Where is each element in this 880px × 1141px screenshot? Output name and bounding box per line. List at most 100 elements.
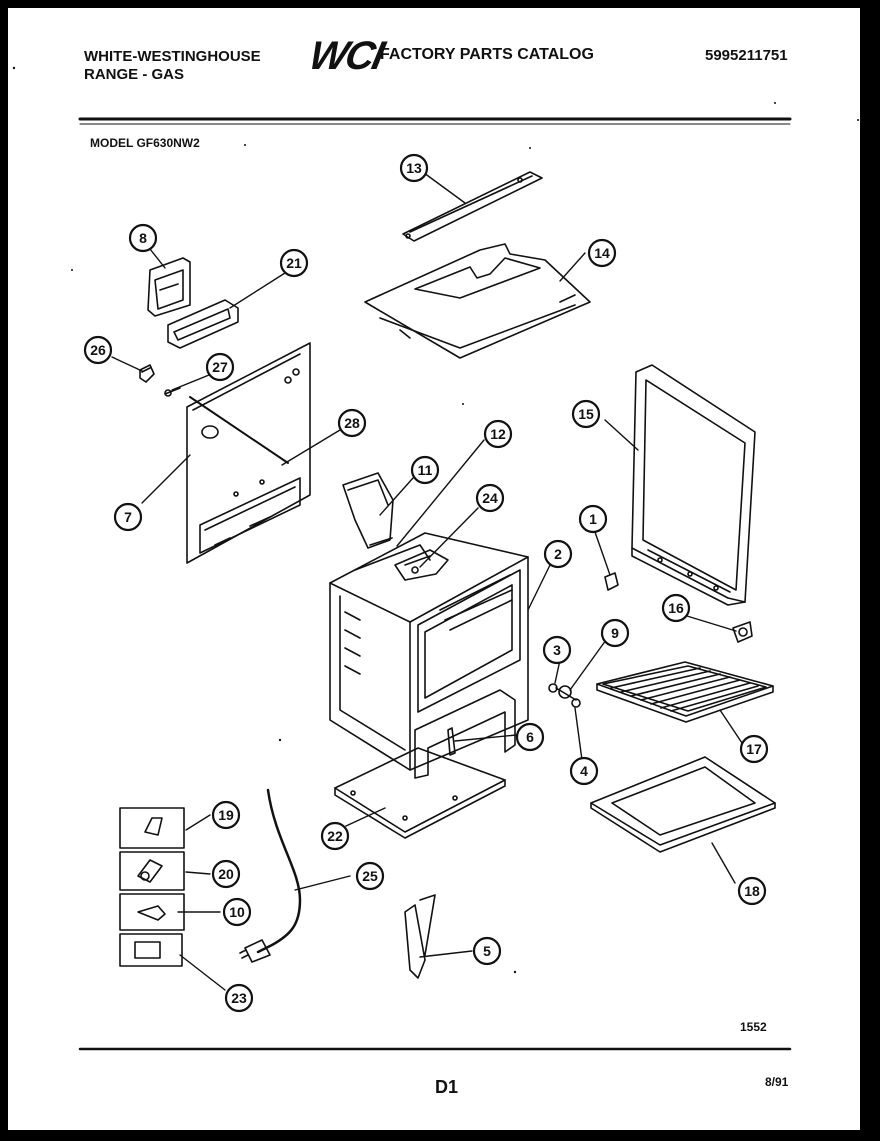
callout-circle xyxy=(543,539,573,569)
callout-label: 1 xyxy=(589,511,597,527)
part-25-power-cord xyxy=(239,788,302,963)
callout-label: 13 xyxy=(406,160,422,176)
callout-21: 21 xyxy=(279,248,309,278)
callout-circle xyxy=(205,352,235,382)
callout-circle xyxy=(739,734,769,764)
part-17-oven-rack xyxy=(596,661,774,723)
callout-label: 23 xyxy=(231,990,247,1006)
callout-label: 15 xyxy=(578,406,594,422)
drawing-number: 1552 xyxy=(740,1020,767,1034)
callout-circle xyxy=(472,936,502,966)
callout-label: 24 xyxy=(482,490,498,506)
callout-label: 11 xyxy=(418,462,433,478)
callout-23: 23 xyxy=(224,983,254,1013)
part-26-clip xyxy=(139,364,155,383)
part-1-clip xyxy=(604,572,619,591)
callout-label: 27 xyxy=(212,359,228,375)
part-15-oven-door xyxy=(631,364,756,606)
callout-label: 2 xyxy=(554,546,562,562)
callout-17: 17 xyxy=(739,734,769,764)
callout-19: 19 xyxy=(211,800,241,830)
callout-circle xyxy=(571,399,601,429)
callout-label: 8 xyxy=(139,230,147,246)
callout-label: 22 xyxy=(327,828,343,844)
callout-circle xyxy=(211,800,241,830)
callout-label: 28 xyxy=(344,415,360,431)
part-6-pin xyxy=(447,727,456,756)
catalog-sheet xyxy=(8,8,860,1130)
brand-line-1: WHITE-WESTINGHOUSE xyxy=(84,48,261,65)
callout-3: 3 xyxy=(542,635,572,665)
callout-label: 25 xyxy=(362,868,378,884)
callout-label: 5 xyxy=(483,943,491,959)
leader-lines xyxy=(111,169,743,991)
callout-10: 10 xyxy=(222,897,252,927)
revision-date: 8/91 xyxy=(765,1075,789,1089)
callout-circle xyxy=(661,593,691,623)
callout-12: 12 xyxy=(483,419,513,449)
catalog-title: FACTORY PARTS CATALOG xyxy=(380,46,594,63)
part-11-burner-box xyxy=(342,472,394,549)
callout-circle xyxy=(211,859,241,889)
part-20-box xyxy=(119,851,185,891)
callout-7: 7 xyxy=(113,502,143,532)
callout-15: 15 xyxy=(571,399,601,429)
callout-24: 24 xyxy=(475,483,505,513)
part-3-9-4-valve xyxy=(548,683,581,708)
callout-circle xyxy=(279,248,309,278)
part-14-top-panel xyxy=(364,243,591,359)
callout-13: 13 xyxy=(399,153,429,183)
callout-circle xyxy=(475,483,505,513)
callout-28: 28 xyxy=(337,408,367,438)
callout-label: 6 xyxy=(526,729,534,745)
callout-label: 7 xyxy=(124,509,132,525)
callout-27: 27 xyxy=(205,352,235,382)
part-28-rod xyxy=(189,396,289,464)
brand-line-2: RANGE - GAS xyxy=(84,66,185,83)
part-7-back-panel xyxy=(186,342,311,564)
callout-8: 8 xyxy=(128,223,158,253)
callout-label: 9 xyxy=(611,625,619,641)
part-8-switch-box xyxy=(147,257,191,317)
callout-label: 18 xyxy=(744,883,760,899)
callout-circle xyxy=(737,876,767,906)
callout-circle xyxy=(83,335,113,365)
part-27-screw xyxy=(164,387,181,397)
callout-14: 14 xyxy=(587,238,617,268)
callout-circle xyxy=(515,722,545,752)
callout-26: 26 xyxy=(83,335,113,365)
callout-25: 25 xyxy=(355,861,385,891)
callout-20: 20 xyxy=(211,859,241,889)
callout-11: 11 xyxy=(410,455,440,485)
part-16-leveler xyxy=(732,621,753,643)
callout-2: 2 xyxy=(543,539,573,569)
page-label: D1 xyxy=(435,1077,459,1097)
callout-circle xyxy=(600,618,630,648)
callout-9: 9 xyxy=(600,618,630,648)
callout-label: 3 xyxy=(553,642,561,658)
callout-circle xyxy=(587,238,617,268)
callout-circle xyxy=(542,635,572,665)
callout-22: 22 xyxy=(320,821,350,851)
callout-label: 19 xyxy=(218,807,234,823)
part-23-box xyxy=(119,933,183,967)
part-18-broiler-pan xyxy=(590,756,776,853)
part-13-trim-strip xyxy=(402,171,543,242)
callout-circle xyxy=(337,408,367,438)
callout-label: 17 xyxy=(746,741,762,757)
callout-circle xyxy=(128,223,158,253)
callout-label: 4 xyxy=(580,763,588,779)
callout-circle xyxy=(113,502,143,532)
callout-label: 21 xyxy=(286,255,302,271)
model-label: MODEL GF630NW2 xyxy=(90,136,200,150)
part-5-element xyxy=(404,894,436,979)
callout-label: 16 xyxy=(668,600,684,616)
callout-label: 12 xyxy=(490,426,506,442)
callout-circle xyxy=(320,821,350,851)
callout-label: 20 xyxy=(218,866,234,882)
callout-circle xyxy=(222,897,252,927)
callout-label: 14 xyxy=(594,245,610,261)
